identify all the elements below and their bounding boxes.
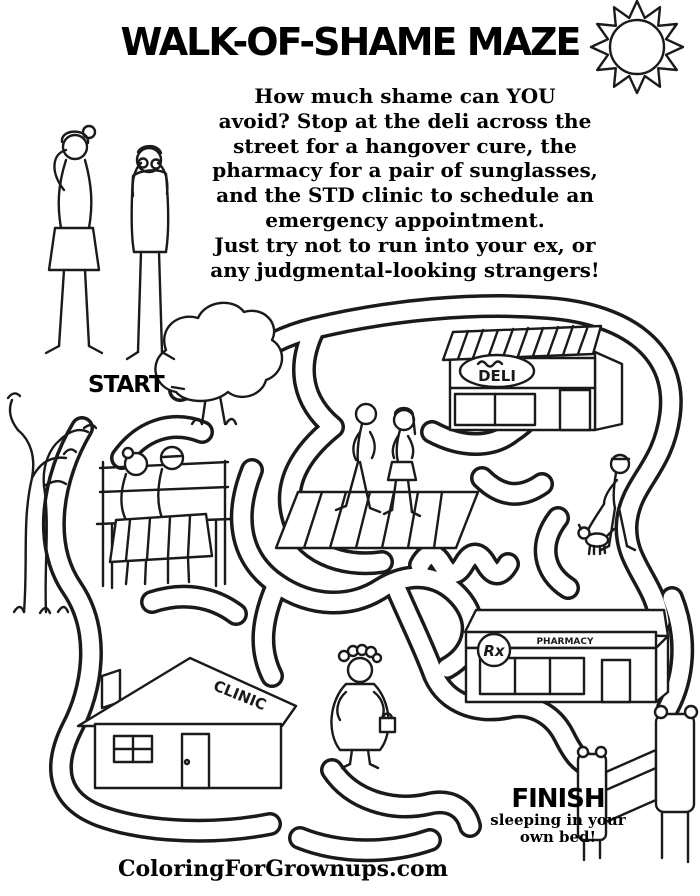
finish-bed: [576, 704, 699, 864]
hungover-couple: [44, 124, 176, 361]
lap-blanket: [108, 512, 214, 564]
finish-label: FINISH: [511, 784, 605, 814]
curler-woman: [330, 643, 397, 770]
intro-line: How much shame can YOU: [254, 84, 556, 108]
finish-sub-line: own bed!: [519, 828, 597, 847]
finish-block: FINISH sleeping in your own bed!: [482, 786, 634, 847]
pharmacy-door: [600, 658, 632, 704]
handbag: [378, 716, 397, 734]
intro-line: pharmacy for a pair of sunglasses,: [212, 158, 598, 183]
walking-couple: [334, 402, 422, 518]
finish-sub-line: sleeping in your: [490, 811, 626, 829]
footer-url: ColoringForGrownups.com: [118, 856, 448, 882]
deli-building: DELI: [441, 324, 624, 432]
start-label: START: [88, 372, 165, 398]
leash: [586, 502, 606, 532]
intro-line: street for a hangover cure, the: [233, 133, 577, 158]
hungover-man: [125, 144, 176, 361]
page-title: WALK-OF-SHAME MAZE: [120, 20, 582, 64]
clinic-building: CLINIC: [76, 656, 298, 790]
intro-line: any judgmental-looking strangers!: [210, 257, 600, 282]
start-connector: [170, 385, 186, 391]
sun-icon: [589, 0, 685, 95]
intro-text: How much shame can YOU avoid? Stop at th…: [145, 84, 665, 282]
deli-sign-label: DELI: [478, 367, 516, 385]
intro-line: emergency appointment.: [265, 207, 545, 232]
intro-line: and the STD clinic to schedule an: [216, 183, 594, 208]
hungover-woman: [44, 124, 104, 355]
dog-walker: [577, 453, 637, 556]
crosswalk: [274, 490, 480, 550]
pharmacy-sign-label: PHARMACY: [536, 637, 594, 647]
headboard: [654, 712, 696, 814]
bench-couple: [95, 445, 233, 590]
dog: [577, 523, 616, 556]
deli-door: [558, 388, 592, 432]
intro-line: Just try not to run into your ex, or: [214, 232, 596, 257]
intro-line: avoid? Stop at the deli across the: [218, 108, 592, 133]
rx-sign-label: Rx: [483, 642, 506, 660]
clinic-door: [180, 732, 211, 790]
footboard: [576, 752, 608, 842]
tree-left: [6, 392, 98, 615]
bush-tree: [154, 301, 284, 426]
rx-sign: [476, 632, 512, 668]
pharmacy-building: Rx PHARMACY: [463, 608, 670, 704]
